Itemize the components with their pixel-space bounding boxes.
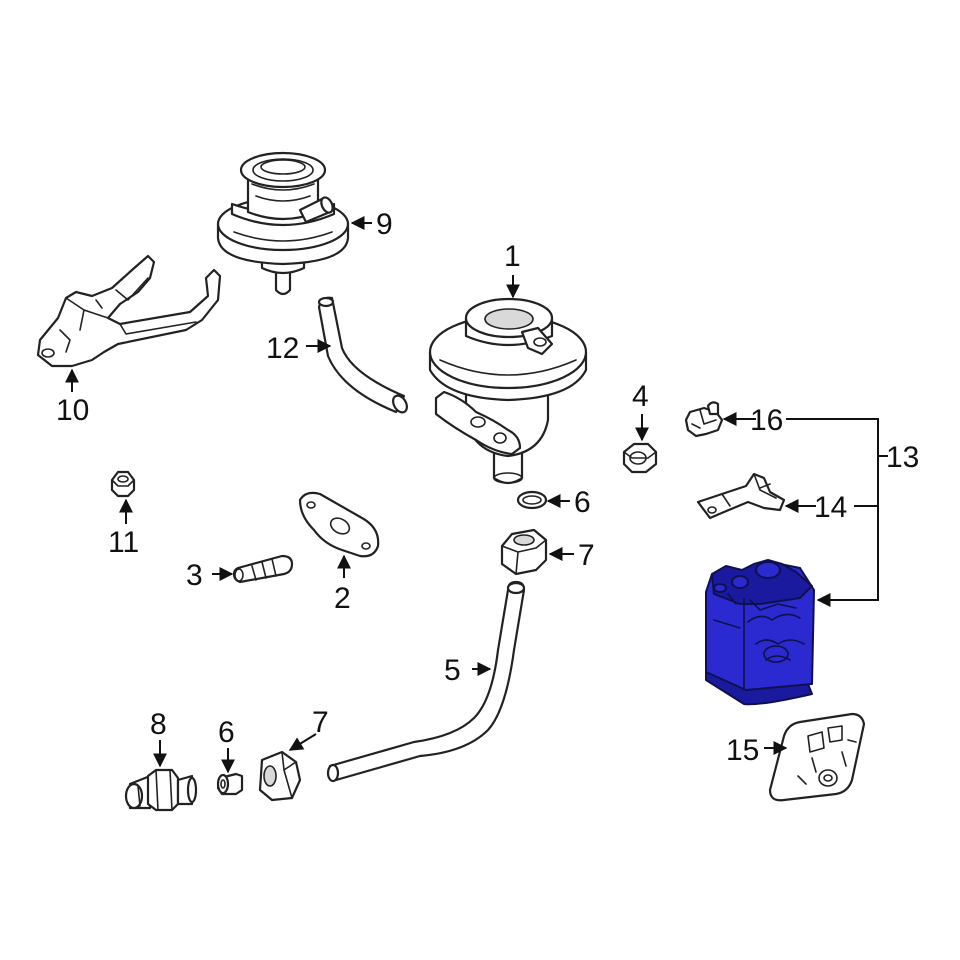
part-12-vacuum-hose[interactable] (317, 296, 410, 415)
part-14-bracket[interactable] (696, 472, 786, 520)
part-8-fitting[interactable] (124, 768, 198, 812)
part-16-clip[interactable] (684, 401, 724, 438)
part-7-nut-upper[interactable] (500, 528, 548, 576)
part-15-plate[interactable] (768, 712, 866, 802)
part-9-vacuum-modulator[interactable] (216, 151, 350, 296)
callout-labels: 9 1 12 10 4 16 13 6 14 11 7 3 2 5 8 6 7 … (56, 208, 919, 767)
callout-12: 12 (266, 332, 299, 365)
part-4-nut[interactable] (622, 442, 658, 474)
callout-13: 13 (886, 441, 919, 474)
callout-14: 14 (814, 491, 847, 524)
callout-7-lower: 7 (312, 706, 329, 739)
callout-4: 4 (632, 380, 649, 413)
leader-lines (65, 216, 888, 774)
callout-15: 15 (726, 734, 759, 767)
callout-11: 11 (108, 526, 139, 559)
callout-16: 16 (750, 404, 783, 437)
part-11-nut[interactable] (110, 470, 136, 498)
callout-3: 3 (186, 559, 203, 592)
callout-7-upper: 7 (578, 539, 595, 572)
callout-6-upper: 6 (574, 486, 591, 519)
part-2-gasket[interactable] (298, 491, 380, 558)
part-5-pipe[interactable] (326, 580, 526, 783)
part-6-bushing-lower[interactable] (216, 772, 244, 796)
callout-10: 10 (56, 394, 89, 427)
part-10-bracket[interactable] (36, 254, 222, 368)
part-3-stud[interactable] (232, 554, 294, 584)
callout-2: 2 (334, 582, 351, 615)
callout-6-lower: 6 (218, 716, 235, 749)
callout-5: 5 (444, 654, 461, 687)
callout-9: 9 (376, 208, 393, 241)
part-1-egr-valve[interactable] (428, 297, 588, 485)
part-6-gasket-ring-upper[interactable] (516, 490, 548, 510)
part-13-charcoal-canister[interactable] (705, 559, 815, 706)
part-7-nut-lower[interactable] (258, 750, 302, 802)
callout-8: 8 (150, 708, 167, 741)
callout-1: 1 (504, 240, 521, 273)
